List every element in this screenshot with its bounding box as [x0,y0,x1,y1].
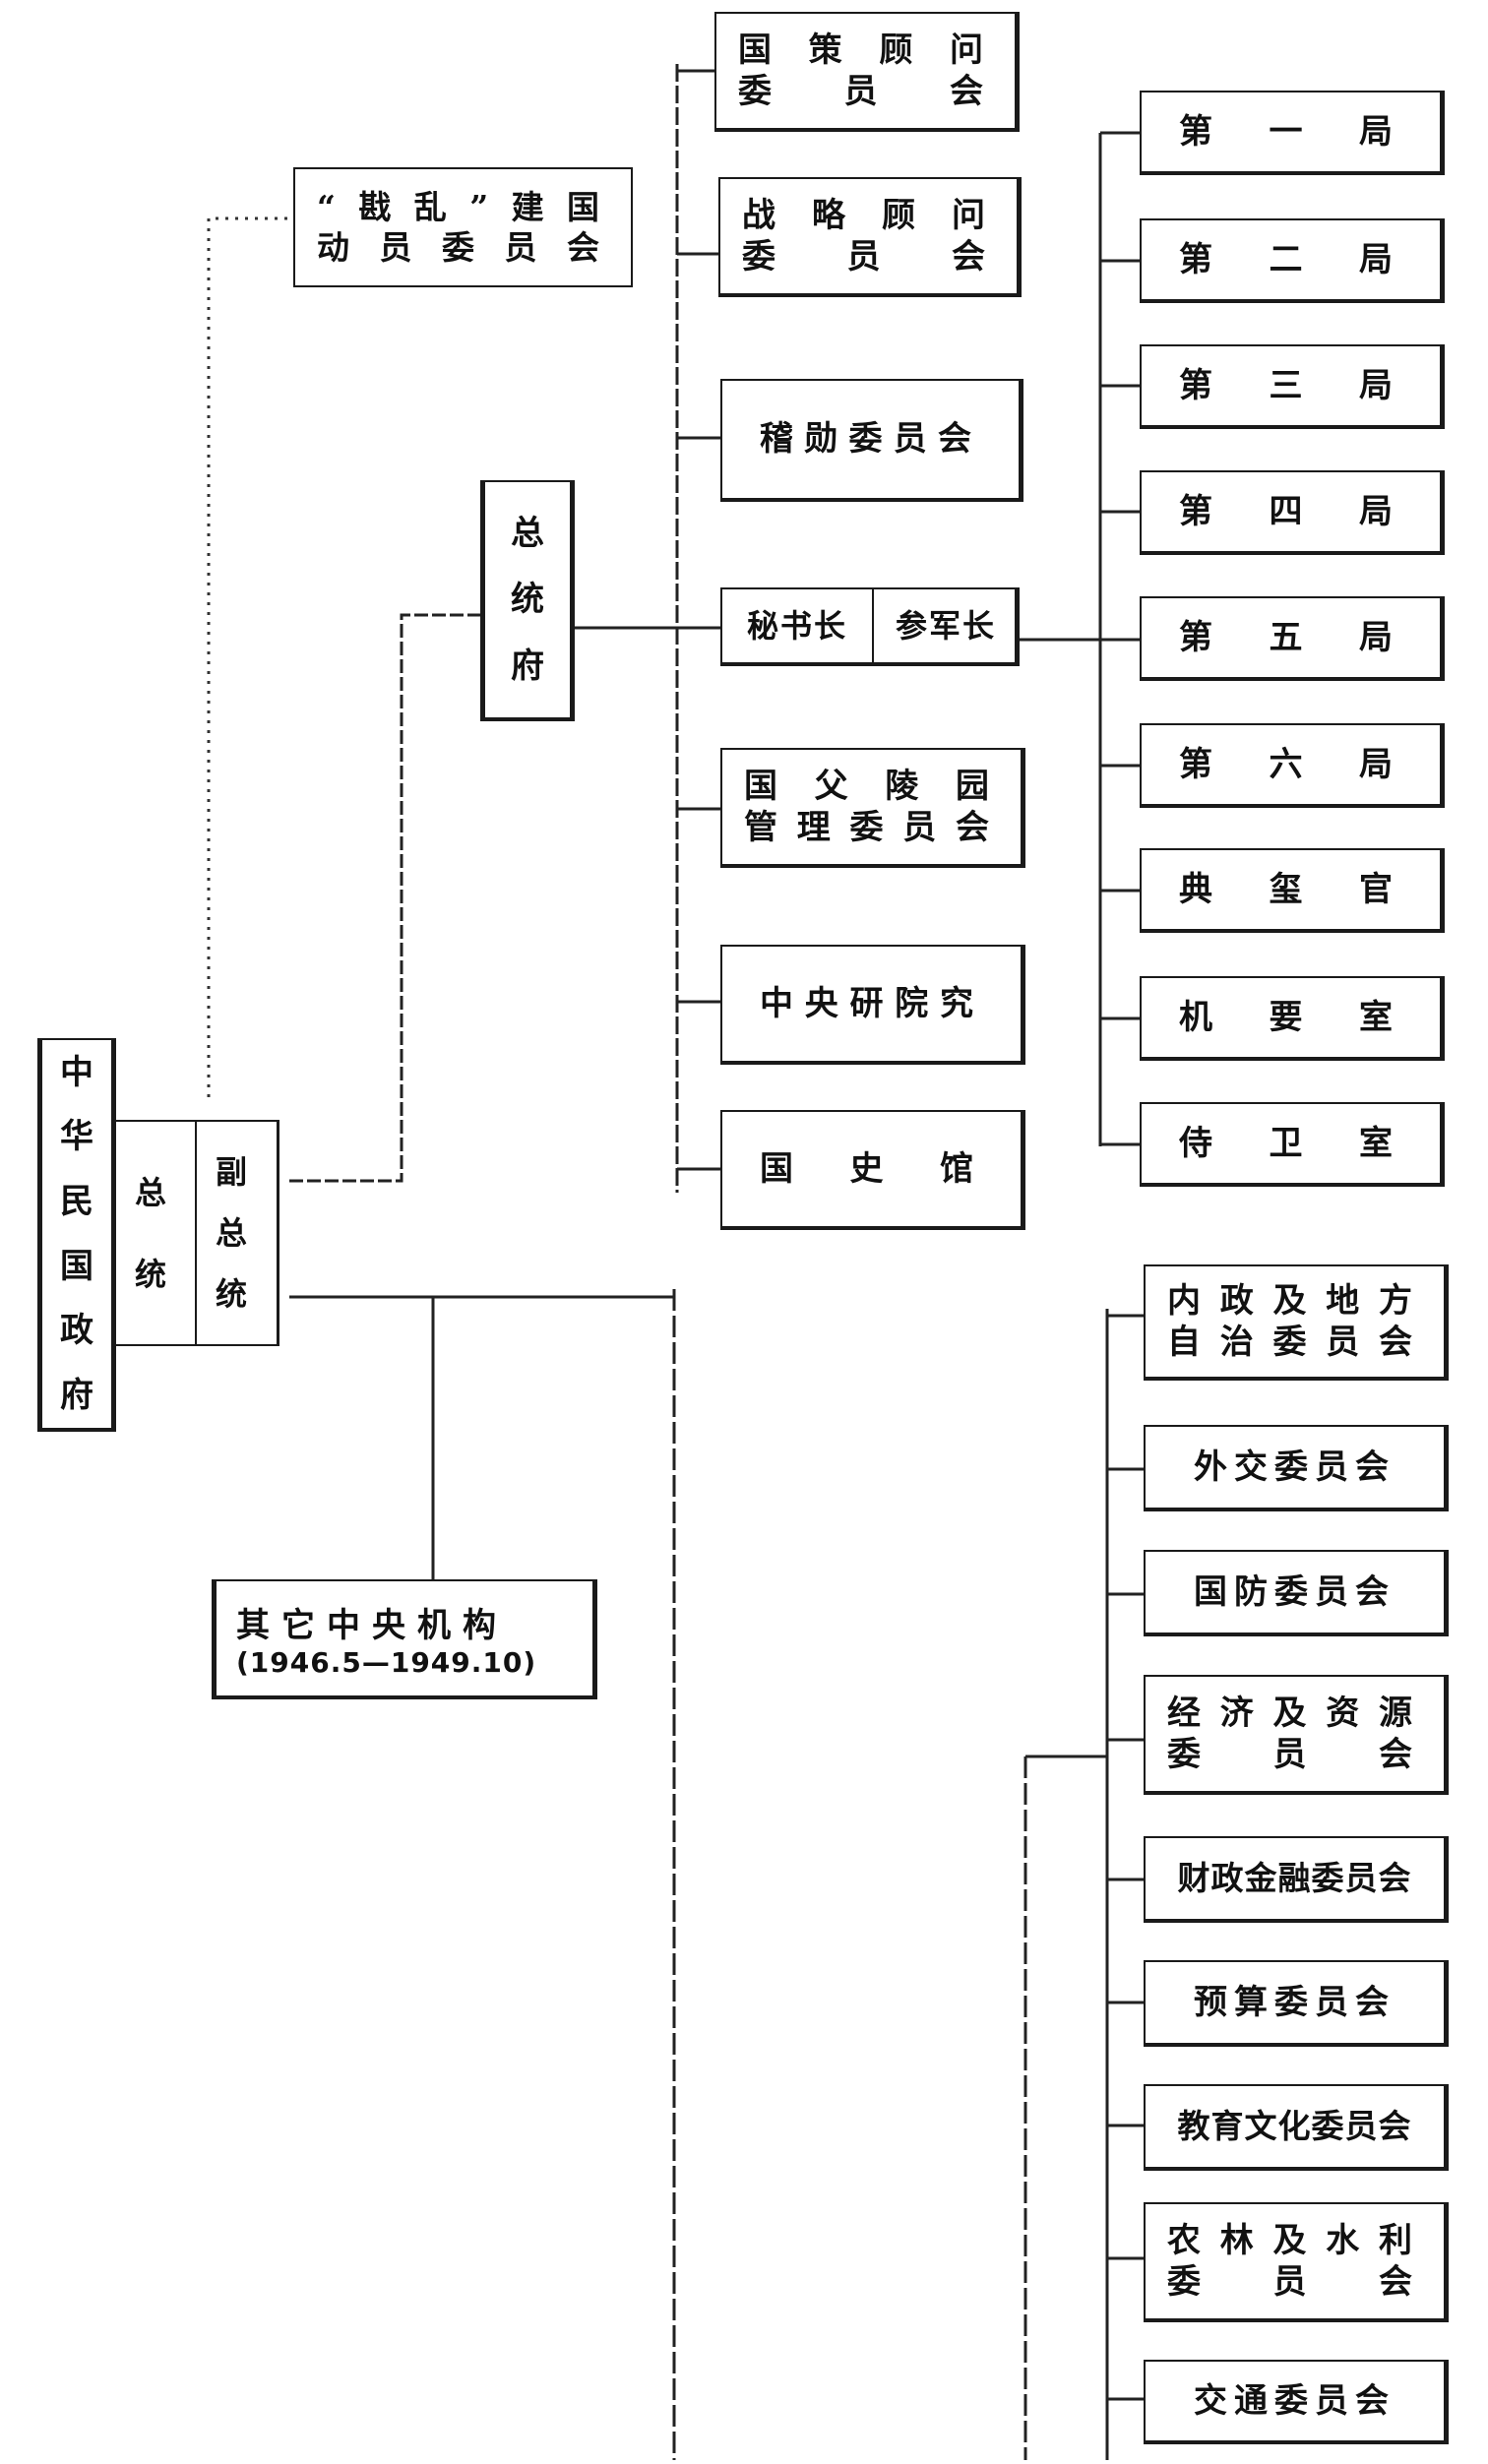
vice-president-column: 副 总 统 [197,1122,276,1344]
root-char: 府 [60,1376,93,1416]
president-box: 总 统 副 总 统 [116,1120,279,1346]
office-unit-line2: 委员会 [742,237,995,277]
presidential-office-box: 总 统 府 [480,480,575,721]
bureau-label: 第六局 [1179,744,1402,784]
president-char: 统 [134,1255,176,1293]
committee-line1: 农林及水利 [1167,2220,1422,2260]
committee-box: 内政及地方 自治委员会 [1144,1264,1449,1381]
office-unit-box: 国史馆 [720,1110,1025,1230]
office-unit-line2: 委员会 [738,72,993,111]
vice-president-char: 副 [215,1153,257,1191]
committee-box: 财政金融委员会 [1144,1836,1449,1923]
bureau-label: 侍卫室 [1179,1123,1402,1163]
office-unit-box: 战略顾问 委员会 [718,177,1022,297]
office-char: 总 [511,513,544,553]
secretariat-box: 秘书长 参军长 [720,587,1020,666]
committee-line2: 自治委员会 [1167,1323,1422,1362]
president-column: 总 统 [116,1122,195,1344]
office-unit-label: 国史馆 [760,1148,983,1189]
office-unit-box: 国父陵园 管理委员会 [720,748,1025,868]
committee-box: 外交委员会 [1144,1425,1449,1511]
bureau-label: 第三局 [1179,365,1402,405]
bureau-box: 侍卫室 [1140,1102,1445,1187]
bureau-box: 第三局 [1140,344,1445,429]
bureau-label: 第一局 [1179,111,1402,152]
office-unit-line1: 战略顾问 [742,195,995,235]
office-unit-label: 稽勋委员会 [760,419,981,460]
office-unit-box: 稽勋委员会 [720,379,1023,502]
other-central-bodies-box: 其它中央机构 (1946.5—1949.10) [212,1579,597,1699]
secretariat-divider [872,589,874,662]
bureau-box: 典玺官 [1140,848,1445,933]
president-divider [195,1122,197,1344]
vice-president-char: 统 [215,1275,257,1313]
bureau-label: 第四局 [1179,491,1402,531]
office-unit-label: 中央研院究 [760,983,983,1023]
committee-box: 教育文化委员会 [1144,2084,1449,2171]
office-unit-box: 国策顾问 委员会 [714,12,1020,132]
bureau-box: 第一局 [1140,91,1445,175]
root-box: 中 华 民 国 政 府 [37,1038,116,1432]
bureau-label: 第五局 [1179,617,1402,657]
other-central-title: 其它中央机构 [236,1606,508,1645]
bureau-box: 第四局 [1140,470,1445,555]
committee-line1: 内政及地方 [1167,1280,1422,1321]
committee-box: 经济及资源 委员会 [1144,1675,1449,1795]
committee-label: 财政金融委员会 [1177,1859,1412,1898]
root-char: 华 [60,1117,93,1157]
president-char: 总 [134,1173,176,1211]
mobilization-committee-box: “戡乱”建国 动员委员会 [293,167,633,287]
chief-military-aide: 参军长 [895,607,996,645]
mobilization-line1: “戡乱”建国 [317,187,609,226]
bureau-box: 第六局 [1140,723,1445,808]
committee-label: 预算委员会 [1194,1982,1395,2022]
bureau-box: 第二局 [1140,218,1445,303]
vice-president-char: 总 [215,1214,257,1252]
bureau-label: 典玺官 [1179,869,1402,909]
committee-line2: 委员会 [1167,2262,1422,2302]
committee-label: 教育文化委员会 [1177,2107,1412,2146]
office-unit-box: 中央研院究 [720,945,1025,1065]
office-unit-line1: 国父陵园 [744,766,999,806]
office-char: 府 [511,647,544,687]
office-char: 统 [511,580,544,620]
committee-line1: 经济及资源 [1167,1693,1422,1733]
root-char: 国 [60,1246,93,1286]
office-unit-line2: 管理委员会 [744,808,999,847]
committee-line2: 委员会 [1167,1735,1422,1774]
committee-label: 国防委员会 [1194,1571,1395,1612]
bureau-label: 机要室 [1179,997,1402,1037]
committee-label: 交通委员会 [1194,2380,1395,2421]
root-char: 政 [60,1311,93,1351]
office-unit-line1: 国策顾问 [738,30,993,70]
bureau-box: 第五局 [1140,596,1445,681]
bureau-label: 第二局 [1179,239,1402,279]
root-char: 民 [60,1182,93,1222]
secretary-general: 秘书长 [746,607,847,645]
bureau-box: 机要室 [1140,976,1445,1061]
other-central-period: (1946.5—1949.10) [236,1646,537,1679]
committee-box: 交通委员会 [1144,2360,1449,2444]
committee-box: 国防委员会 [1144,1550,1449,1636]
committee-box: 预算委员会 [1144,1960,1449,2047]
committee-box: 农林及水利 委员会 [1144,2202,1449,2322]
root-char: 中 [60,1052,93,1092]
mobilization-line2: 动员委员会 [317,228,609,267]
committee-label: 外交委员会 [1194,1447,1395,1487]
